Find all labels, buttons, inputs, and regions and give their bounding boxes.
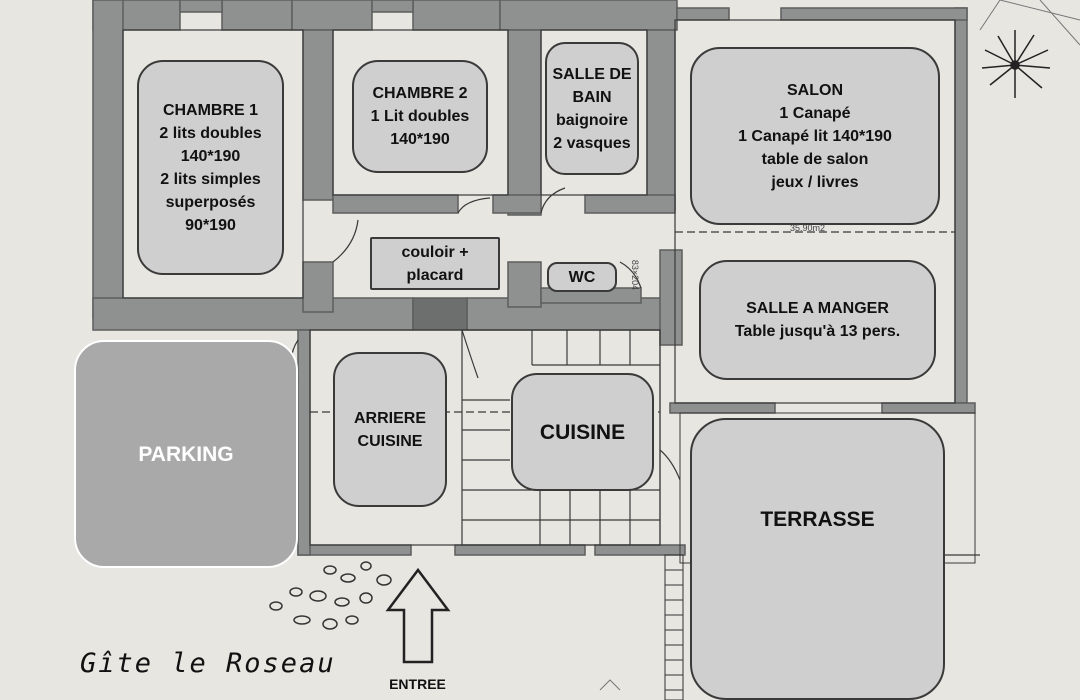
area-terrasse[interactable]: TERRASSE (690, 418, 945, 700)
room-couloir-line: couloir + (401, 243, 469, 261)
room-chambre-2-title: CHAMBRE 2 (372, 85, 468, 102)
room-chambre-1[interactable]: CHAMBRE 1 2 lits doubles 140*190 2 lits … (137, 60, 284, 275)
room-chambre-2-line: 140*190 (390, 131, 450, 148)
room-salle-de-bain-title: SALLE DE (552, 65, 632, 83)
area-terrasse-title: TERRASSE (760, 507, 875, 531)
room-arriere-cuisine[interactable]: ARRIERE CUISINE (333, 352, 447, 507)
gite-name-title: Gîte le Roseau (80, 648, 336, 679)
room-salon-line: table de salon (761, 150, 869, 168)
room-salon-line: 1 Canapé lit 140*190 (738, 127, 892, 145)
area-parking[interactable]: PARKING (74, 340, 298, 568)
room-chambre-1-line: 140*190 (180, 147, 241, 165)
entrance-label: ENTREE (389, 676, 446, 692)
room-salle-de-bain-line: 2 vasques (553, 134, 631, 152)
room-salon-line: jeux / livres (771, 173, 859, 191)
area-parking-title: PARKING (138, 442, 234, 466)
room-salle-de-bain-line: baignoire (555, 111, 628, 129)
room-chambre-1-line: 2 lits doubles (159, 124, 262, 142)
room-wc[interactable]: WC (547, 262, 617, 292)
room-cuisine[interactable]: CUISINE (511, 373, 654, 491)
room-salon-line: 1 Canapé (779, 104, 851, 122)
room-salle-de-bain[interactable]: SALLE DE BAIN baignoire 2 vasques (545, 42, 639, 175)
room-chambre-1-line: superposés (165, 193, 256, 211)
room-salle-a-manger[interactable]: SALLE A MANGER Table jusqu'à 13 pers. (699, 260, 936, 380)
room-chambre-2-line: 1 Lit doubles (370, 108, 470, 125)
room-arriere-cuisine-title: ARRIERE (353, 409, 426, 427)
room-salle-a-manger-line: Table jusqu'à 13 pers. (734, 323, 901, 340)
room-chambre-1-line: 2 lits simples (160, 170, 261, 188)
room-chambre-2[interactable]: CHAMBRE 2 1 Lit doubles 140*190 (352, 60, 488, 173)
room-couloir[interactable]: couloir + placard (370, 237, 500, 290)
room-chambre-1-line: 90*190 (185, 216, 236, 234)
room-wc-title: WC (568, 268, 596, 286)
room-arriere-cuisine-title: CUISINE (357, 432, 423, 450)
room-cuisine-title: CUISINE (539, 420, 626, 444)
room-salle-de-bain-title: BAIN (572, 88, 612, 106)
salon-area-dimension: 35.90m2 (790, 223, 826, 233)
wc-door-dimension: 83×204 (630, 259, 641, 291)
room-salle-a-manger-title: SALLE A MANGER (746, 300, 889, 317)
room-couloir-line: placard (406, 266, 464, 284)
room-chambre-1-title: CHAMBRE 1 (162, 101, 259, 119)
room-salon-title: SALON (787, 81, 843, 99)
room-salon[interactable]: SALON 1 Canapé 1 Canapé lit 140*190 tabl… (690, 47, 940, 225)
